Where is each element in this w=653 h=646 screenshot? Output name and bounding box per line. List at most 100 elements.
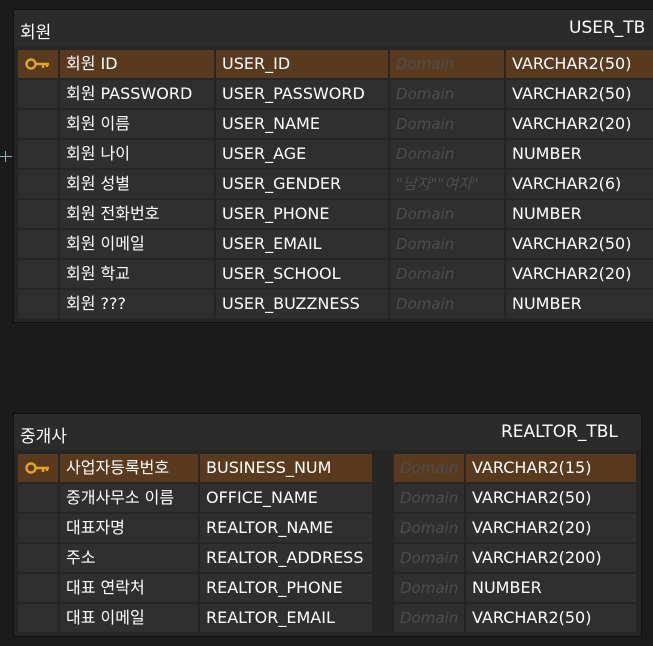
attribute-column: USER_PHONE <box>216 200 388 228</box>
key-cell <box>18 260 58 288</box>
attribute-domain: Domain <box>394 484 464 512</box>
entity-table-name: USER_TB <box>569 18 646 38</box>
attribute-domain: Domain <box>394 514 464 542</box>
attribute-domain: Domain <box>394 574 464 602</box>
primary-key-icon <box>25 462 49 474</box>
attribute-column: USER_ID <box>216 50 388 78</box>
relationship-marker <box>5 151 6 162</box>
attribute-column: REALTOR_EMAIL <box>200 604 372 632</box>
attribute-label: 회원 ??? <box>60 290 214 318</box>
key-cell <box>18 604 58 632</box>
attribute-column: USER_AGE <box>216 140 388 168</box>
attribute-domain: Domain <box>390 230 504 258</box>
primary-key-icon <box>25 58 49 70</box>
attribute-label: 사업자등록번호 <box>60 454 198 482</box>
attribute-label: 회원 학교 <box>60 260 214 288</box>
attribute-label: 대표 이메일 <box>60 604 198 632</box>
attribute-type: VARCHAR2(50) <box>506 50 653 78</box>
attribute-column: USER_PASSWORD <box>216 80 388 108</box>
attribute-type: VARCHAR2(15) <box>466 454 636 482</box>
attribute-type: NUMBER <box>466 574 636 602</box>
attribute-type: VARCHAR2(50) <box>506 230 653 258</box>
key-cell <box>18 290 58 318</box>
attribute-label: 대표자명 <box>60 514 198 542</box>
attribute-type: VARCHAR2(20) <box>506 260 653 288</box>
entity-logical-name: 중개사 <box>20 427 67 447</box>
attribute-domain: "남자""여자" <box>390 170 504 198</box>
entity-header: 중개사 REALTOR_TBL <box>14 414 641 450</box>
attribute-label: 회원 전화번호 <box>60 200 214 228</box>
attribute-label: 회원 PASSWORD <box>60 80 214 108</box>
key-cell <box>18 80 58 108</box>
attribute-domain: Domain <box>394 604 464 632</box>
key-cell <box>18 574 58 602</box>
attribute-domain: Domain <box>390 200 504 228</box>
attribute-column: BUSINESS_NUM <box>200 454 372 482</box>
attribute-column: OFFICE_NAME <box>200 484 372 512</box>
attribute-domain: Domain <box>390 260 504 288</box>
attribute-label: 대표 연락처 <box>60 574 198 602</box>
attribute-label: 회원 ID <box>60 50 214 78</box>
entity-logical-name: 회원 <box>20 23 52 43</box>
attribute-column: REALTOR_ADDRESS <box>200 544 372 572</box>
attribute-domain: Domain <box>390 140 504 168</box>
relationship-line[interactable] <box>0 156 12 157</box>
key-cell <box>18 484 58 512</box>
attribute-type: NUMBER <box>506 290 653 318</box>
key-cell <box>18 140 58 168</box>
attribute-label: 중개사무소 이름 <box>60 484 198 512</box>
attribute-column: USER_EMAIL <box>216 230 388 258</box>
attribute-type: VARCHAR2(200) <box>466 544 636 572</box>
key-cell <box>18 454 58 482</box>
attribute-domain: Domain <box>394 544 464 572</box>
attribute-column: REALTOR_PHONE <box>200 574 372 602</box>
attribute-label: 회원 이메일 <box>60 230 214 258</box>
attribute-column: USER_BUZZNESS <box>216 290 388 318</box>
attribute-type: VARCHAR2(20) <box>466 514 636 542</box>
entity-table-name: REALTOR_TBL <box>501 422 618 442</box>
key-cell <box>18 230 58 258</box>
key-cell <box>18 514 58 542</box>
attribute-type: VARCHAR2(50) <box>466 484 636 512</box>
attribute-column: REALTOR_NAME <box>200 514 372 542</box>
attribute-type: NUMBER <box>506 200 653 228</box>
key-cell <box>18 110 58 138</box>
attribute-column: USER_GENDER <box>216 170 388 198</box>
attribute-label: 회원 나이 <box>60 140 214 168</box>
key-cell <box>18 200 58 228</box>
attribute-domain: Domain <box>390 290 504 318</box>
key-cell <box>18 50 58 78</box>
attribute-domain: Domain <box>390 50 504 78</box>
attribute-domain: Domain <box>394 454 464 482</box>
attribute-label: 회원 이름 <box>60 110 214 138</box>
attribute-type: NUMBER <box>506 140 653 168</box>
attribute-type: VARCHAR2(20) <box>506 110 653 138</box>
attribute-type: VARCHAR2(6) <box>506 170 653 198</box>
attribute-domain: Domain <box>390 110 504 138</box>
attribute-type: VARCHAR2(50) <box>466 604 636 632</box>
key-cell <box>18 170 58 198</box>
entity-header: 회원 USER_TB <box>14 10 653 46</box>
attribute-type: VARCHAR2(50) <box>506 80 653 108</box>
attribute-label: 주소 <box>60 544 198 572</box>
attribute-column: USER_SCHOOL <box>216 260 388 288</box>
attribute-column: USER_NAME <box>216 110 388 138</box>
